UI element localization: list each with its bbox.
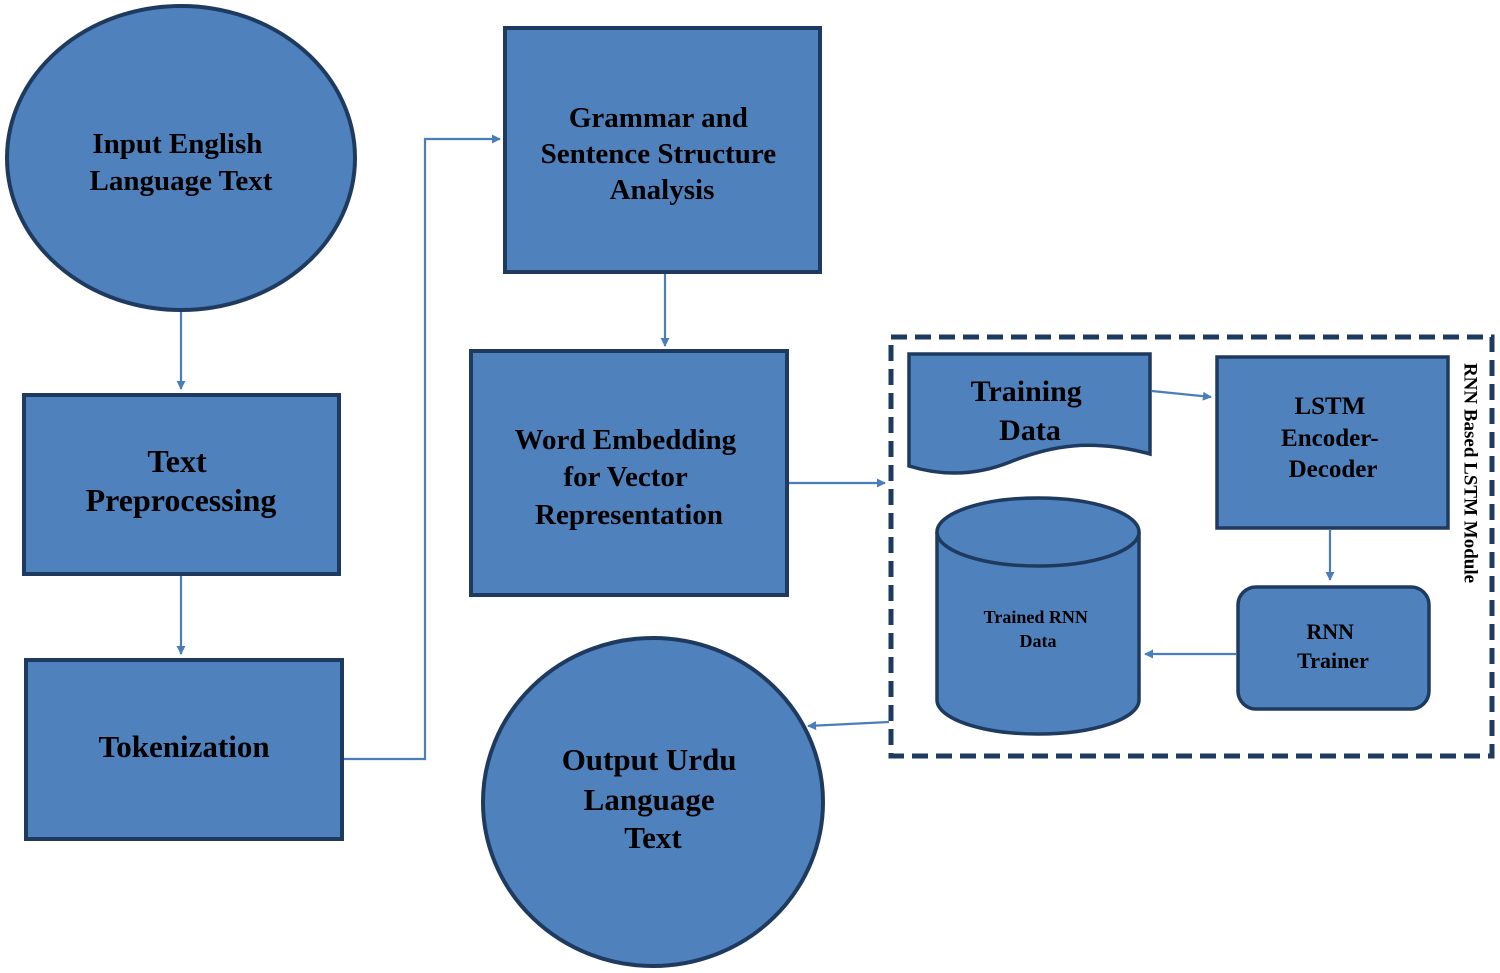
svg-text:RNN Trainer: RNN Trainer [1297, 619, 1369, 673]
input-text-line-2: Language Text [90, 165, 273, 197]
rnn-trainer-node: RNN Trainer [1236, 585, 1431, 711]
tokenization-label: Tokenization [98, 729, 269, 764]
input-text-node: Input English Language Text [5, 4, 357, 312]
text-preprocessing-line-2: Preprocessing [86, 482, 277, 518]
word-embedding-line-3: Representation [535, 499, 723, 531]
svg-text:Word Embedding for Vecto: Word Embedding for Vector Representation [515, 424, 744, 531]
lstm-module-container: RNN Based LSTM Module [888, 334, 1495, 759]
lstm-line-1: LSTM [1294, 393, 1365, 420]
trained-rnn-data-node: Trained RNN Data [935, 496, 1141, 736]
rnn-trainer-line-1: RNN [1306, 619, 1354, 644]
svg-text:Trained RNN Data: Trained RNN Data [984, 607, 1093, 651]
connectors [176, 134, 1335, 761]
svg-text:Grammar and Sentence Str: Grammar and Sentence Structure Analysis [541, 102, 784, 206]
lstm-line-3: Decoder [1289, 456, 1378, 483]
training-data-node: Training Data [907, 352, 1152, 475]
output-text-line-1: Output Urdu [562, 742, 737, 777]
output-text-line-3: Text [624, 820, 682, 855]
svg-text:LSTM Encoder- Deco: LSTM Encoder- Decoder [1281, 393, 1385, 483]
rnn-trainer-line-2: Trainer [1297, 648, 1369, 673]
arrow-tokenization-to-grammar [344, 134, 501, 761]
lstm-line-2: Encoder- [1281, 425, 1379, 452]
text-preprocessing-node: Text Preprocessing [22, 393, 341, 576]
svg-text:Tokenization: Tokenization [98, 729, 269, 764]
output-text-line-2: Language [584, 782, 715, 817]
grammar-analysis-node: Grammar and Sentence Structure Analysis [503, 26, 822, 274]
svg-text:Text Preprocessing: Text Preprocessing [86, 443, 277, 518]
lstm-encoder-decoder-node: LSTM Encoder- Decoder [1215, 355, 1450, 530]
grammar-analysis-line-1: Grammar and [569, 102, 748, 134]
word-embedding-node: Word Embedding for Vector Representation [469, 349, 789, 597]
text-preprocessing-line-1: Text [147, 443, 207, 479]
grammar-analysis-line-2: Sentence Structure [541, 138, 777, 170]
lstm-module-label: RNN Based LSTM Module [1460, 363, 1481, 583]
grammar-analysis-line-3: Analysis [610, 174, 715, 206]
arrow-training-to-lstm [1151, 389, 1212, 401]
training-data-line-2: Data [999, 414, 1061, 447]
arrow-module-to-output [807, 720, 890, 731]
svg-text:Input English Language T: Input English Language Text [90, 128, 273, 197]
input-text-line-1: Input English [92, 128, 262, 160]
word-embedding-line-1: Word Embedding [515, 424, 737, 456]
svg-text:Output Urdu Language: Output Urdu Language Text [562, 742, 745, 855]
trained-rnn-line-1: Trained RNN [984, 607, 1088, 627]
word-embedding-line-2: for Vector [563, 461, 687, 493]
training-data-line-1: Training [971, 375, 1082, 408]
output-text-node: Output Urdu Language Text [481, 636, 825, 968]
svg-text:Training Data: Training Data [971, 375, 1090, 447]
trained-rnn-line-2: Data [1020, 631, 1057, 651]
tokenization-node: Tokenization [24, 658, 344, 841]
